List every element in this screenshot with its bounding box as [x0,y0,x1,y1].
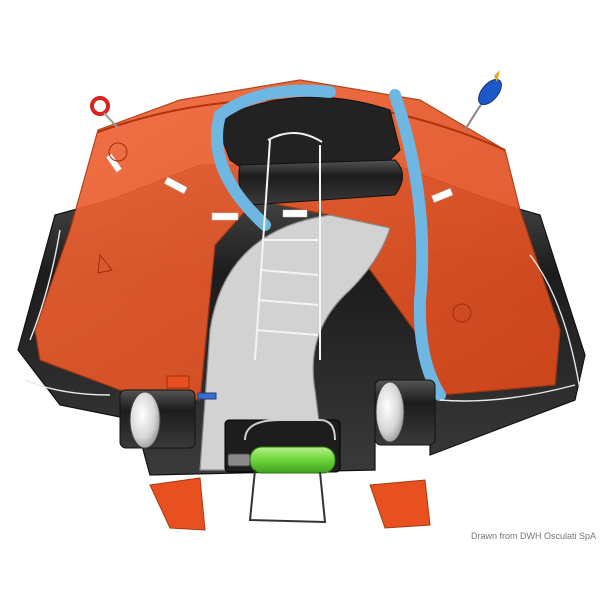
canopy-arch-right [389,89,446,401]
illustration-credit: Drawn from DWH Osculati SpA [470,531,596,541]
canopy-patches [97,142,472,400]
boarding-ladder [254,132,323,361]
ballast-flap-right [369,479,431,529]
canopy-arch-left [211,84,336,231]
grab-lines [24,229,581,402]
co2-gas-cylinder [224,419,341,524]
canopy [34,79,561,401]
tube-end-caps [119,379,436,449]
rescue-ring [90,96,119,129]
raft-floor [199,214,391,471]
location-beacon [464,70,502,131]
reflective-tapes [106,153,454,221]
ballast-flap-left [149,477,206,531]
